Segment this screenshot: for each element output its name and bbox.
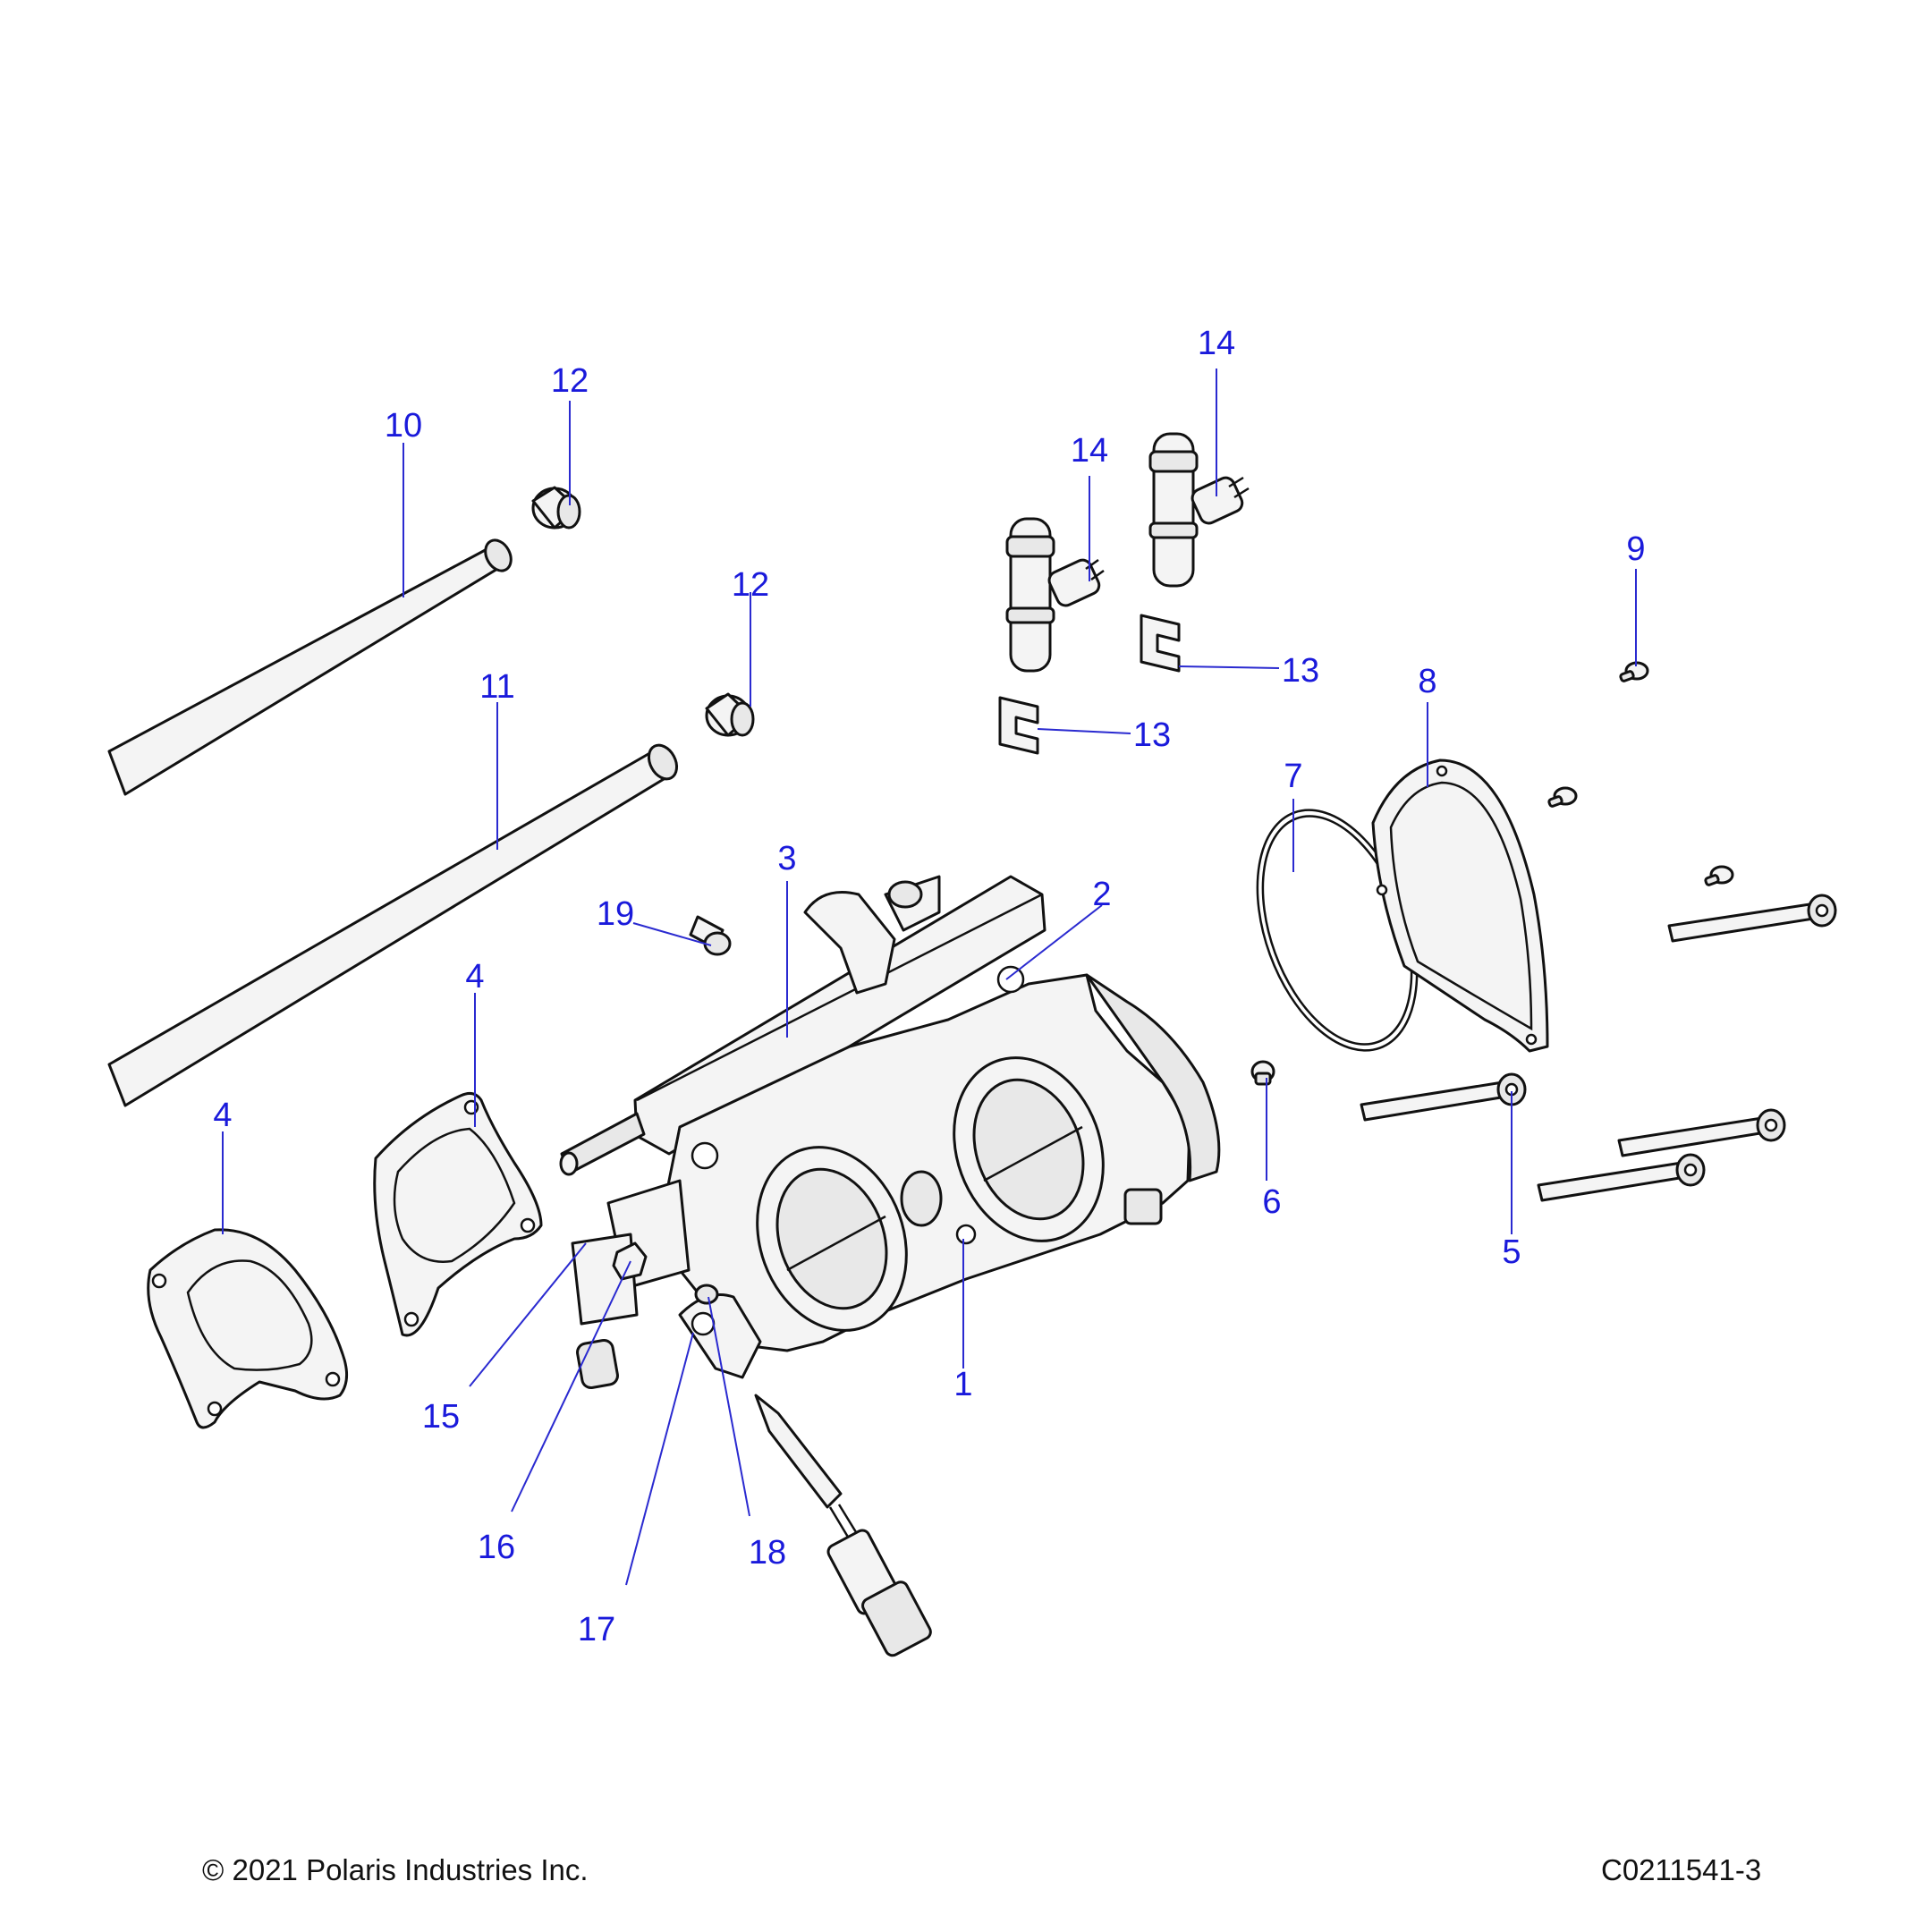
part-14-injector-left xyxy=(1005,517,1105,673)
part-10-fuel-tube xyxy=(107,538,513,796)
part-4-gasket-left xyxy=(147,1228,349,1429)
callout-5: 5 xyxy=(1502,1233,1521,1271)
callout-10: 10 xyxy=(385,407,422,445)
callout-19: 19 xyxy=(597,895,634,933)
callout-4-left: 4 xyxy=(213,1097,232,1134)
callout-12-lower: 12 xyxy=(732,566,769,604)
part-3-fuel-rail xyxy=(559,875,1046,1176)
callout-3: 3 xyxy=(777,840,796,877)
leader-lines xyxy=(222,369,1637,1586)
part-1-throttle-body xyxy=(571,965,1221,1657)
part-5-bolt-a xyxy=(1667,894,1837,943)
callout-13-lower: 13 xyxy=(1133,716,1171,754)
part-12-hose-clamp-upper xyxy=(531,486,581,530)
part-6-plug xyxy=(1250,1060,1275,1086)
part-4-gasket-right xyxy=(373,1091,543,1337)
part-9-screw xyxy=(1619,661,1649,682)
callout-labels: 1 2 3 4 4 5 6 7 8 9 10 11 12 12 13 13 14… xyxy=(213,325,1645,1648)
part-5-bolt-b xyxy=(1360,1072,1527,1122)
callout-1: 1 xyxy=(953,1366,972,1403)
callout-11: 11 xyxy=(479,668,514,706)
screw-small-a xyxy=(1547,786,1578,808)
part-19-screw xyxy=(689,915,732,956)
callout-9: 9 xyxy=(1626,530,1645,568)
part-11-fuel-tube xyxy=(107,743,679,1107)
callout-6: 6 xyxy=(1262,1183,1281,1221)
callout-7: 7 xyxy=(1284,758,1302,795)
callout-2: 2 xyxy=(1092,876,1111,913)
callout-12-upper: 12 xyxy=(551,362,589,400)
part-12-hose-clamp-lower xyxy=(705,692,755,737)
part-14-injector-right xyxy=(1148,432,1250,588)
part-5-bolt-d xyxy=(1537,1153,1706,1202)
part-13-injector-clip-right xyxy=(1140,614,1181,673)
screw-small-b xyxy=(1704,865,1734,886)
drawing-number: C0211541-3 xyxy=(1601,1853,1762,1886)
part-5-bolt-c xyxy=(1617,1108,1786,1157)
callout-17: 17 xyxy=(578,1611,615,1648)
callout-14-left: 14 xyxy=(1071,432,1108,470)
copyright-text: © 2021 Polaris Industries Inc. xyxy=(202,1853,589,1886)
callout-13-upper: 13 xyxy=(1282,652,1319,690)
callout-16: 16 xyxy=(478,1529,515,1566)
part-8-cover-plate xyxy=(1371,758,1549,1053)
part-13-injector-clip-left xyxy=(998,696,1039,755)
callout-14-right: 14 xyxy=(1198,325,1235,362)
callout-18: 18 xyxy=(749,1534,786,1572)
callout-4-right: 4 xyxy=(465,958,484,996)
callout-15: 15 xyxy=(422,1398,460,1436)
callout-8: 8 xyxy=(1418,663,1436,700)
